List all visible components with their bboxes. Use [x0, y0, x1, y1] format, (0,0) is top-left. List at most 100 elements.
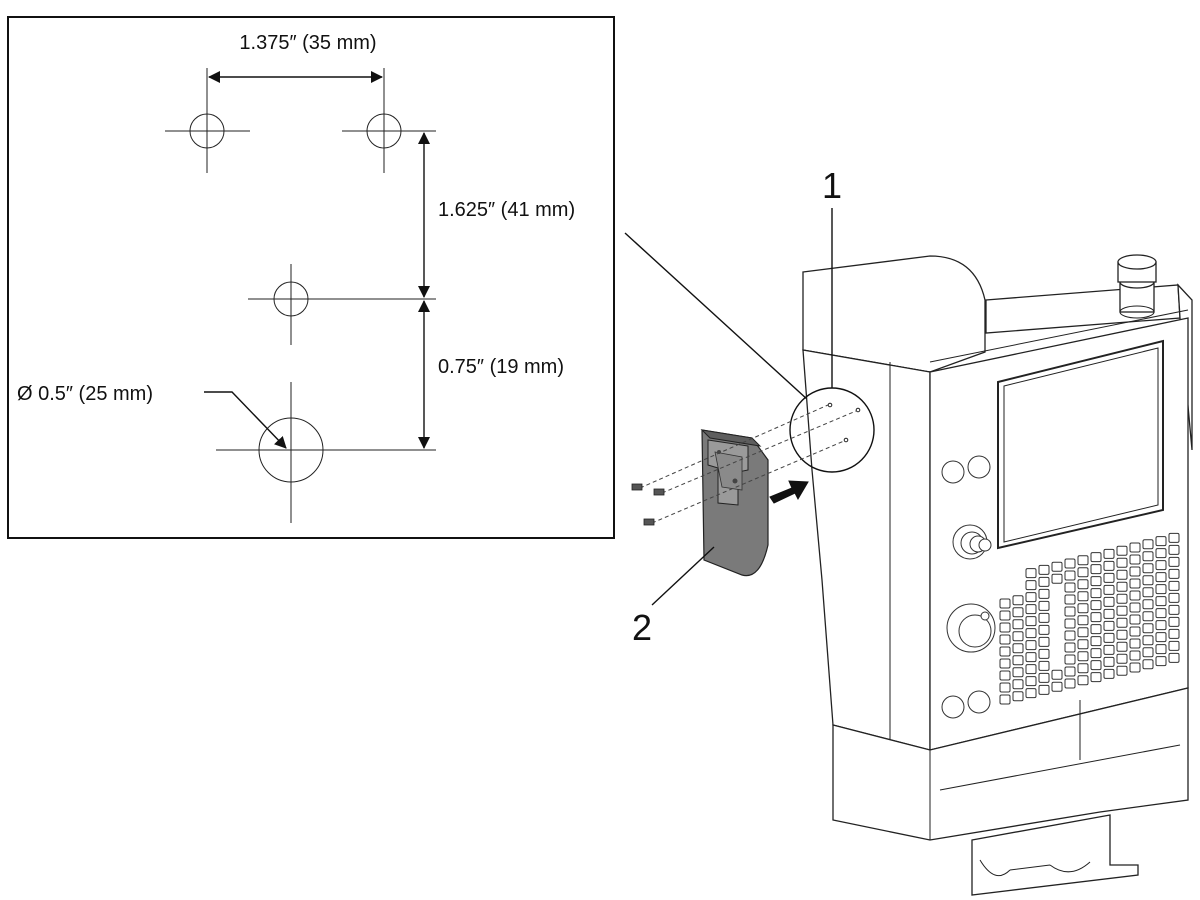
- keypad-key: [1012, 631, 1024, 642]
- keypad-key: [1064, 594, 1076, 605]
- keypad-key: [1116, 605, 1128, 616]
- keypad-key: [1077, 675, 1089, 686]
- keypad-key: [1155, 560, 1167, 571]
- keypad-key: [1051, 573, 1063, 584]
- keypad-key: [1116, 653, 1128, 664]
- keypad-key: [1064, 666, 1076, 677]
- emergency-stop-button: [1117, 254, 1157, 319]
- keypad-key: [1038, 624, 1050, 635]
- keypad-key: [1090, 660, 1102, 671]
- keypad-key: [1155, 536, 1167, 547]
- keypad-key: [1168, 532, 1180, 543]
- keypad-key: [1025, 664, 1037, 675]
- keypad-key: [1129, 542, 1141, 553]
- keypad-key: [1012, 619, 1024, 630]
- keypad-key: [1142, 647, 1154, 658]
- keypad-key: [1116, 617, 1128, 628]
- keypad-key: [1168, 544, 1180, 555]
- keypad-key: [1116, 641, 1128, 652]
- keypad-key: [1155, 620, 1167, 631]
- keypad-key: [1129, 650, 1141, 661]
- callout-1: 1: [822, 165, 842, 206]
- detail-leader-line: [624, 232, 809, 401]
- keypad-key: [1090, 588, 1102, 599]
- keypad: [999, 532, 1180, 705]
- keypad-key: [1051, 681, 1063, 692]
- keypad-key: [1142, 587, 1154, 598]
- keypad-key: [999, 646, 1011, 657]
- keypad-key: [1025, 604, 1037, 615]
- keypad-key: [1090, 648, 1102, 659]
- pendant-cable-bracket: [971, 814, 1139, 896]
- keypad-key: [1025, 652, 1037, 663]
- keypad-key: [999, 682, 1011, 693]
- keypad-key: [1155, 632, 1167, 643]
- keypad-key: [1155, 644, 1167, 655]
- keypad-key: [1051, 669, 1063, 680]
- keypad-key: [1090, 576, 1102, 587]
- detail-inset: 1.375″ (35 mm) 1.625″ (41 mm) 0.75″ (19 …: [7, 16, 615, 539]
- keypad-key: [1038, 636, 1050, 647]
- keypad-key: [1012, 607, 1024, 618]
- keypad-key: [1103, 548, 1115, 559]
- keypad-key: [1103, 596, 1115, 607]
- keypad-key: [1168, 592, 1180, 603]
- screw-icon: [653, 488, 665, 496]
- keypad-key: [1038, 600, 1050, 611]
- keypad-key: [1077, 603, 1089, 614]
- keypad-key: [1077, 615, 1089, 626]
- screw-icon: [631, 483, 643, 491]
- keypad-key: [1012, 679, 1024, 690]
- dim-label-diameter: Ø 0.5″ (25 mm): [17, 383, 153, 405]
- keypad-key: [1168, 556, 1180, 567]
- pendant-side-panel: [802, 349, 931, 751]
- keypad-key: [1025, 676, 1037, 687]
- keypad-key: [1168, 640, 1180, 651]
- keypad-key: [1064, 582, 1076, 593]
- keypad-key: [1090, 636, 1102, 647]
- keypad-key: [999, 694, 1011, 705]
- keypad-key: [1103, 608, 1115, 619]
- keypad-key: [1155, 656, 1167, 667]
- keypad-key: [1142, 623, 1154, 634]
- pendant-top-hood: [802, 255, 986, 373]
- keypad-key: [1155, 572, 1167, 583]
- keypad-key: [1103, 584, 1115, 595]
- keypad-key: [1064, 618, 1076, 629]
- keypad-key: [1064, 558, 1076, 569]
- keypad-key: [999, 598, 1011, 609]
- keypad-key: [1064, 570, 1076, 581]
- hole-large-bottom: [216, 382, 436, 523]
- keypad-key: [1090, 600, 1102, 611]
- keypad-key: [1129, 626, 1141, 637]
- keypad-key: [1090, 552, 1102, 563]
- keypad-key: [1142, 563, 1154, 574]
- keypad-key: [1012, 595, 1024, 606]
- keypad-key: [999, 610, 1011, 621]
- install-direction-arrow-icon: [769, 480, 809, 504]
- keypad-key: [1116, 545, 1128, 556]
- keypad-key: [1038, 564, 1050, 575]
- keypad-key: [1129, 602, 1141, 613]
- keypad-key: [1012, 667, 1024, 678]
- keypad-key: [1077, 591, 1089, 602]
- keypad-key: [1103, 620, 1115, 631]
- keypad-key: [1103, 632, 1115, 643]
- jog-handwheel: [946, 603, 996, 653]
- pendant-bottom-box: [832, 687, 1189, 841]
- keypad-key: [1025, 592, 1037, 603]
- keypad-key: [1038, 588, 1050, 599]
- keypad-key: [1103, 668, 1115, 679]
- dim-label-horizontal: 1.375″ (35 mm): [239, 32, 376, 54]
- keypad-key: [1012, 643, 1024, 654]
- keypad-key: [1077, 651, 1089, 662]
- keypad-key: [999, 622, 1011, 633]
- pendant-screen: [997, 339, 1164, 550]
- keypad-key: [1129, 638, 1141, 649]
- keypad-key: [1103, 656, 1115, 667]
- keypad-key: [1116, 581, 1128, 592]
- keypad-key: [1025, 580, 1037, 591]
- keypad-key: [1168, 628, 1180, 639]
- keypad-key: [1077, 579, 1089, 590]
